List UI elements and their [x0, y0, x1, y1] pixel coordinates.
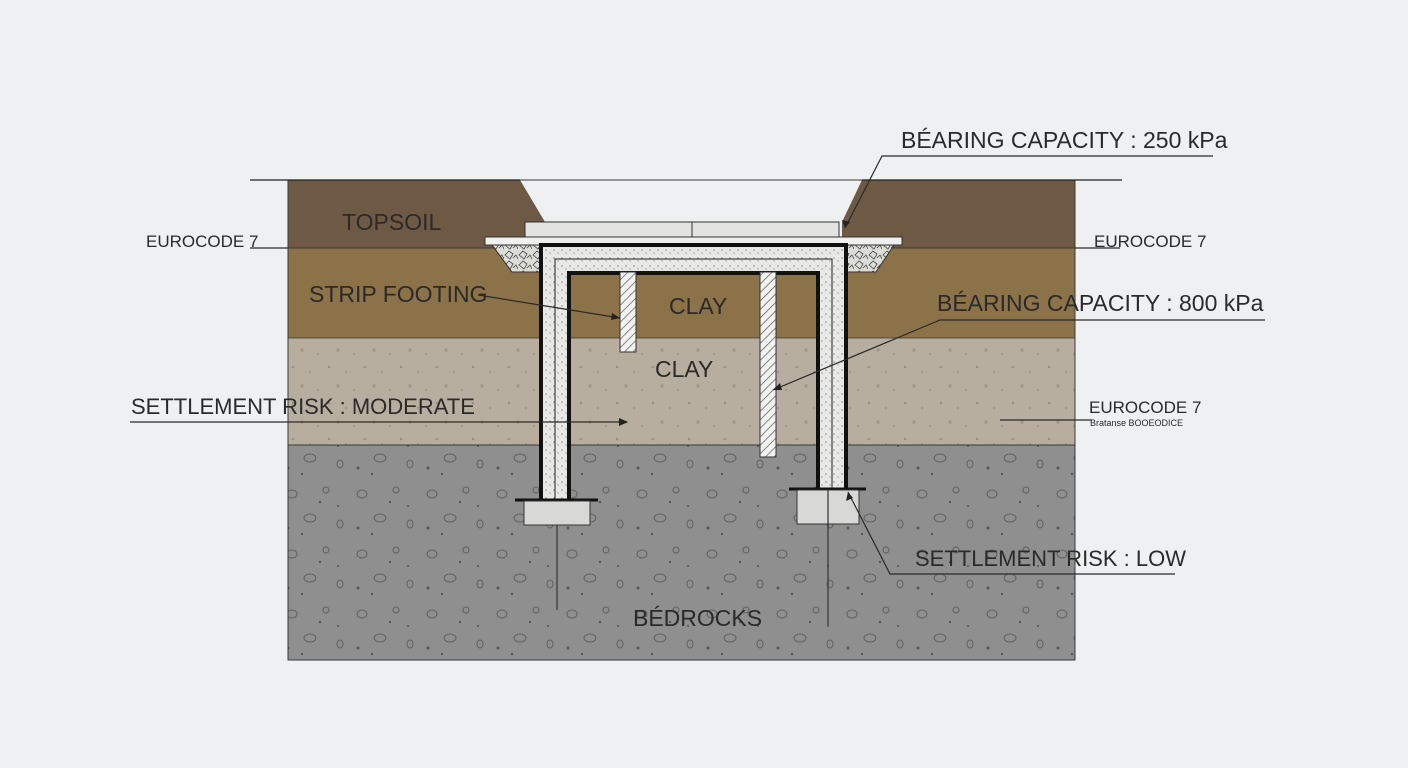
eurocode-right-sub-label: Bratanse BOOEODICE [1090, 418, 1183, 428]
pad-left [523, 500, 591, 526]
rebar-right [759, 271, 777, 458]
slab-top [524, 221, 840, 240]
settlement-low-label: SETTLEMENT RISK : LOW [915, 546, 1186, 571]
strip-footing-label: STRIP FOOTING [309, 281, 487, 307]
settlement-moderate-label: SETTLEMENT RISK : MODERATE [131, 394, 475, 419]
strip-footing-structure [484, 221, 903, 625]
leader-lines [130, 155, 1265, 575]
bedrock-label: BÉDROCKS [633, 605, 762, 631]
bearing-capacity-mid-label: BÉARING CAPACITY : 800 kPa [937, 290, 1264, 316]
topsoil-layer-right [842, 180, 1075, 248]
eurocode-right-top-label: EUROCODE 7 [1094, 232, 1206, 251]
rebar-left [619, 271, 637, 353]
topsoil-layer [288, 180, 545, 248]
soil-profile [250, 179, 1122, 661]
clay-lower-label: CLAY [655, 356, 713, 382]
eurocode-left-label: EUROCODE 7 [146, 232, 258, 251]
eurocode-right-mid-label: EUROCODE 7 [1089, 398, 1201, 417]
clay-upper-label: CLAY [669, 293, 727, 319]
bearing-capacity-top-label: BÉARING CAPACITY : 250 kPa [901, 127, 1228, 153]
topsoil-label: TOPSOIL [342, 209, 441, 235]
